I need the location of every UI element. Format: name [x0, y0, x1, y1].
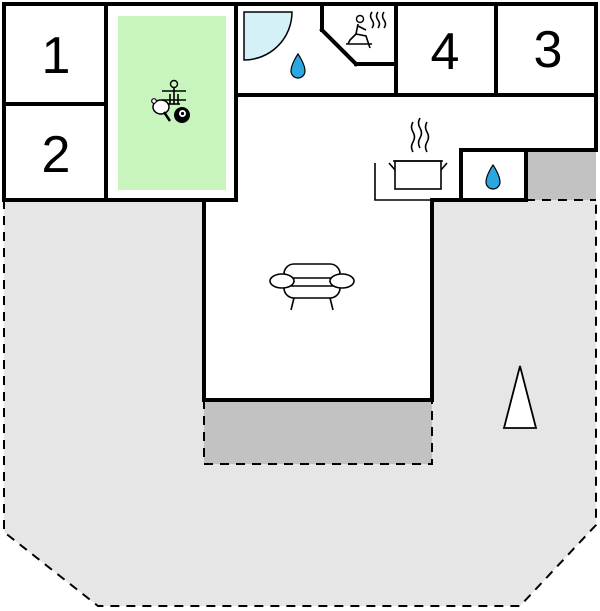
- covered-patio-outline: [203, 400, 433, 465]
- room-2-label: 2: [42, 126, 71, 184]
- shower-area: [243, 11, 293, 61]
- interior-walls: [2, 2, 598, 202]
- game-room-icon: [151, 79, 190, 123]
- north-arrow-icon: [502, 365, 538, 429]
- covered-corner: [526, 150, 596, 200]
- covered-patio: [204, 400, 432, 464]
- room-3-label: 3: [534, 21, 563, 79]
- sofa-icon: [269, 263, 355, 311]
- room-1-label: 1: [42, 27, 71, 85]
- game-room: [118, 16, 226, 190]
- kitchen-pot-icon: [374, 117, 461, 201]
- room-4-label: 4: [431, 23, 460, 81]
- water-drop-icon: [485, 163, 501, 190]
- shower-icon: [290, 52, 306, 79]
- sauna-icon: [346, 11, 387, 49]
- terrace-outline: [3, 200, 597, 607]
